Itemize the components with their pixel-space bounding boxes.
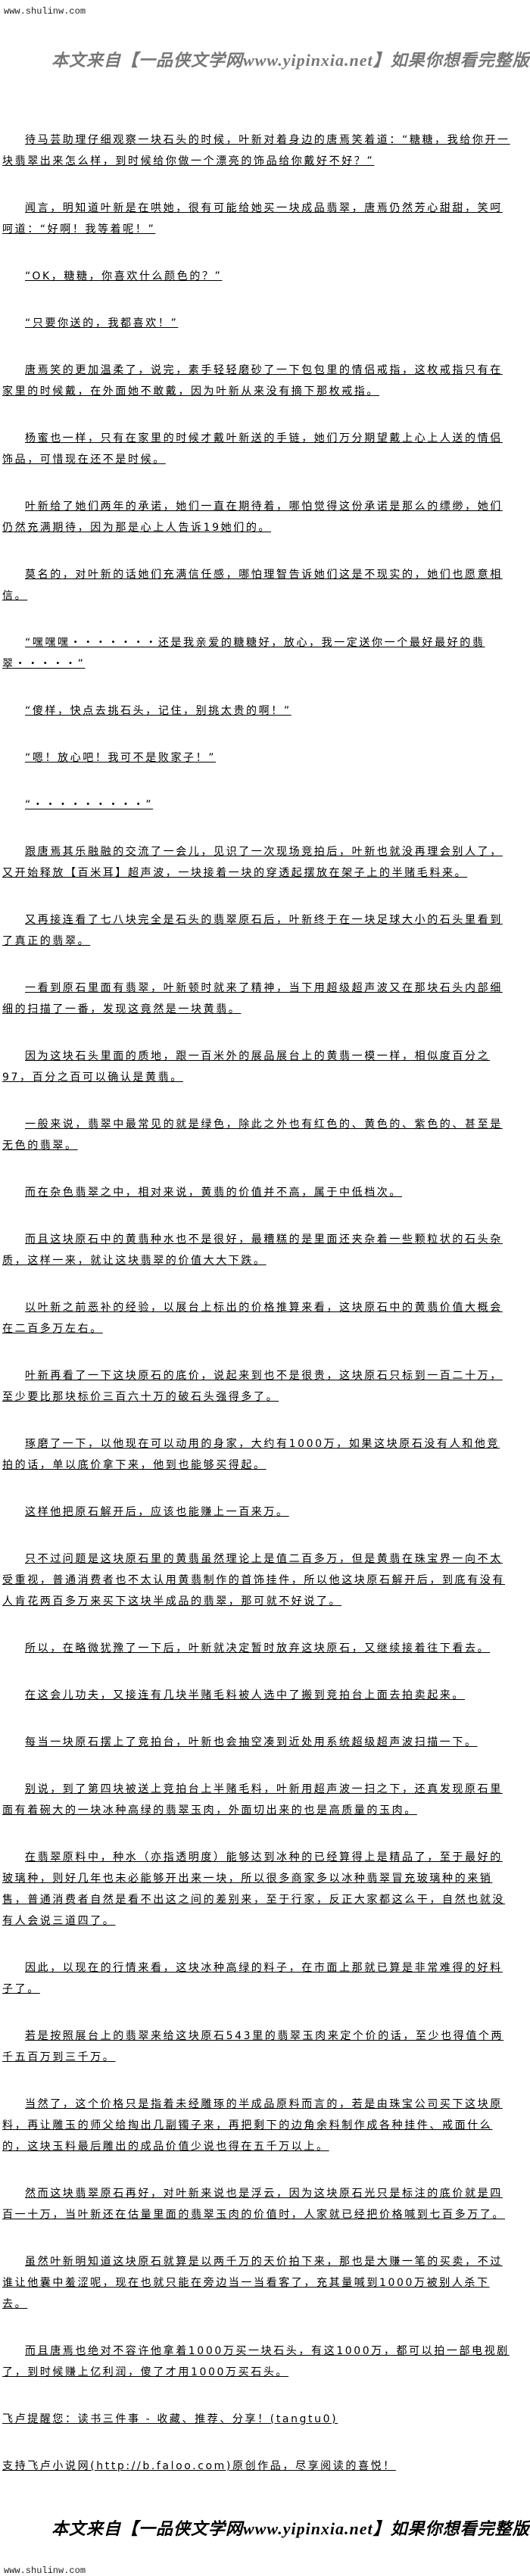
paragraph: 而且这块原石中的黄翡种水也不是很好，最糟糕的是里面还夹杂着一些颗粒状的石头杂质，… xyxy=(2,1233,503,1267)
paragraph: 若是按照展台上的翡翠来给这块原石543里的翡翠玉肉来定个价的话，至少也得值个两千… xyxy=(2,2030,504,2063)
paragraph: 唐焉笑的更加温柔了，说完，素手轻轻磨砂了一下包包里的情侣戒指，这枚戒指只有在家里… xyxy=(2,364,503,398)
paragraph: 每当一块原石摆上了竞拍台，叶新也会抽空凑到近处用系统超级超声波扫描一下。 xyxy=(25,1736,478,1748)
paragraph: 因为这块石头里面的质地，跟一百米外的展品展台上的黄翡一模一样，相似度百分之97，… xyxy=(2,1050,491,1084)
paragraph: 莫名的，对叶新的话她们充满信任感，哪怕理智告诉她们这是不现实的，她们也愿意相信。 xyxy=(2,569,503,602)
paragraph: 只不过问题是这块原石里的黄翡虽然理论上是值二百多万，但是黄翡在珠宝界一向不太受重… xyxy=(2,1553,505,1608)
chapter-content: 待马芸助理仔细观察一块石头的时候，叶新对着身边的唐焉笑着道：“糖糖，我给你开一块… xyxy=(2,129,511,2503)
paragraph: “・・・・・・・・・” xyxy=(25,799,154,811)
paragraph: 一看到原石里面有翡翠，叶新顿时就来了精神，当下用超级超声波又在那块石头内部细细的… xyxy=(2,982,503,1015)
paragraph: 又再接连看了七八块完全是石头的翡翠原石后，叶新终于在一块足球大小的石头里看到了真… xyxy=(2,914,503,947)
paragraph: “OK，糖糖，你喜欢什么颜色的？” xyxy=(25,270,223,282)
paragraph: 虽然叶新明知道这块原石就算是以两千万的天价拍下来，那也是大赚一笔的买卖，不过谁让… xyxy=(2,2256,503,2310)
paragraph: 因此，以现在的行情来看，这块冰种高绿的料子，在市面上那就已算是非常难得的好料子了… xyxy=(2,1962,503,1995)
paragraph: 闻言，明知道叶新是在哄她，很有可能给她买一块成品翡翠，唐焉仍然芳心甜甜，笑呵呵道… xyxy=(2,202,503,235)
paragraph: 而在杂色翡翠之中，相对来说，黄翡的价值并不高，属于中低档次。 xyxy=(25,1187,402,1199)
paragraph: 当然了，这个价格只是指着未经雕琢的半成品原料而言的，若是由珠宝公司买下这块原料，… xyxy=(2,2098,503,2153)
paragraph: 这样他把原石解开后，应该也能赚上一百来万。 xyxy=(25,1506,289,1518)
paragraph: 别说，到了第四块被送上竞拍台上半赌毛料，叶新用超声波一扫之下，还真发现原石里面有… xyxy=(2,1783,503,1817)
paragraph: 所以，在略微犹豫了一下后，叶新就决定暂时放弃这块原石，又继续接着往下看去。 xyxy=(25,1642,491,1654)
paragraph: 琢磨了一下，以他现在可以动用的身家，大约有1000万，如果这块原石没有人和他竞拍… xyxy=(2,1438,500,1471)
paragraph: 一般来说，翡翠中最常见的就是绿色，除此之外也有红色的、黄色的、紫色的、甚至是无色… xyxy=(2,1118,503,1152)
site-url-footer: www.shulinw.com xyxy=(4,2565,86,2576)
paragraph: 叶新再看了一下这块原石的底价，说起来到也不是很贵，这块原石只标到一百二十万，至少… xyxy=(2,1370,503,1403)
reading-reminder: 飞卢提醒您：读书三件事 - 收藏、推荐、分享！(tangtu0) xyxy=(2,2413,338,2425)
source-banner-bottom: 本文来自【一品侠文学网www.yipinxia.net】如果你想看完整版小说，请 xyxy=(51,2519,530,2538)
paragraph: “傻样，快点去挑石头，记住，别挑太贵的啊！” xyxy=(25,705,292,717)
paragraph: 杨蜜也一样，只有在家里的时候才戴叶新送的手链，她们万分期望戴上心上人送的情侣饰品… xyxy=(2,432,503,466)
source-banner-top: 本文来自【一品侠文学网www.yipinxia.net】如果你想看完整版小说，请 xyxy=(51,51,530,70)
paragraph: 跟唐焉其乐融融的交流了一会儿，见识了一次现场竞拍后，叶新也就没再理会别人了，又开… xyxy=(2,846,503,879)
support-notice: 支持飞卢小说网(http://b.faloo.com)原创作品，尽享阅读的喜悦！ xyxy=(2,2460,396,2472)
site-url-header: www.shulinw.com xyxy=(4,6,86,17)
paragraph: 以叶新之前恶补的经验，以展台上标出的价格推算来看，这块原石中的黄翡价值大概会在二… xyxy=(2,1302,503,1335)
paragraph: 在这会儿功夫，又接连有几块半赌毛料被人选中了搬到竞拍台上面去拍卖起来。 xyxy=(25,1689,465,1701)
paragraph: 而且唐焉也绝对不容许他拿着1000万买一块石头，有这1000万，都可以拍一部电视… xyxy=(2,2345,510,2378)
paragraph: 在翡翠原料中，种水（亦指透明度）能够达到冰种的已经算得上是精品了，至于最好的玻璃… xyxy=(2,1851,505,1927)
paragraph: 待马芸助理仔细观察一块石头的时候，叶新对着身边的唐焉笑着道：“糖糖，我给你开一块… xyxy=(2,134,510,167)
paragraph: “只要你送的，我都喜欢！” xyxy=(25,317,179,329)
paragraph: 叶新给了她们两年的承诺，她们一直在期待着，哪怕觉得这份承诺是那么的缥缈，她们仍然… xyxy=(2,501,503,534)
paragraph: “嗯！放心吧！我可不是败家子！” xyxy=(25,752,217,764)
paragraph: “嘿嘿嘿・・・・・・・还是我亲爱的糖糖好，放心，我一定送你一个最好最好的翡翠・・… xyxy=(2,637,485,670)
paragraph: 然而这块翡翠原石再好，对叶新来说也是浮云，因为这块原石光只是标注的底价就是四百一… xyxy=(2,2188,505,2221)
